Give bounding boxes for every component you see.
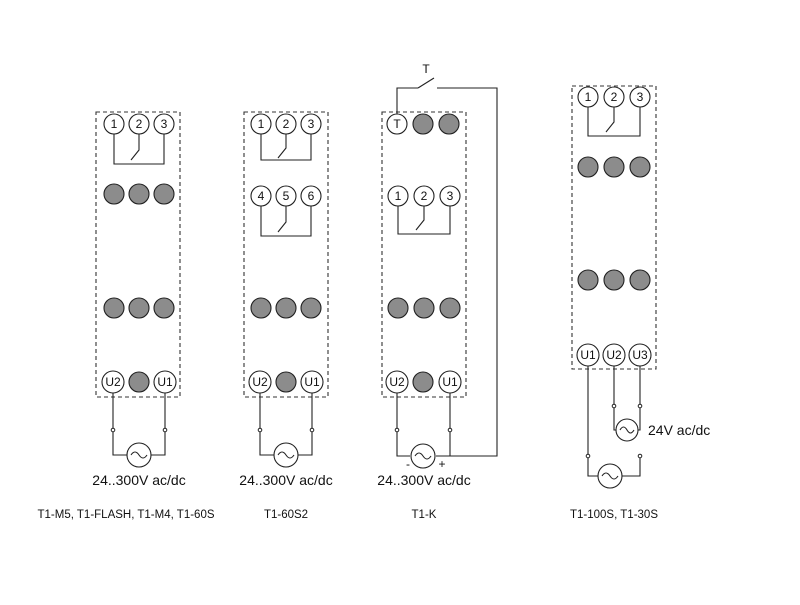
diagram-t1-100s: 1 2 3 U1 U2 U3 24V ac/dc T1-100S,	[570, 85, 710, 521]
relay-contact	[260, 134, 312, 161]
terminal-label: 3	[161, 117, 168, 131]
blank-terminal	[153, 183, 175, 205]
terminal-label: 3	[637, 90, 644, 104]
supply-voltage: 24V ac/dc	[648, 422, 710, 438]
blank-terminal	[439, 297, 461, 319]
blank-terminal	[412, 113, 434, 135]
terminal-label: 1	[111, 117, 118, 131]
supply-voltage: 24..300V ac/dc	[239, 472, 332, 488]
model-name: T1-100S, T1-30S	[570, 509, 658, 521]
module-outline	[95, 111, 181, 398]
diagram-t1-60s2: 1 2 3 4 5 6 U2 U1 24..300V ac/dc T1-60S2	[239, 111, 333, 521]
blank-terminal	[275, 371, 297, 393]
ac-source-icon	[597, 463, 623, 489]
switch-label: T	[422, 62, 430, 76]
terminal-label: U1	[157, 375, 173, 389]
ac-source-icon	[273, 442, 299, 468]
supply-wires-high	[587, 366, 641, 477]
wire-end	[637, 453, 643, 459]
terminal-label: U1	[580, 348, 596, 362]
terminal-label: U1	[304, 375, 320, 389]
polarity-plus: +	[438, 457, 445, 471]
terminal-label: U2	[252, 375, 268, 389]
blank-terminal	[577, 156, 599, 178]
relay-contact	[113, 134, 165, 165]
trigger-loop-wire	[396, 87, 498, 457]
terminal-label: T	[393, 117, 401, 131]
wire-end	[585, 453, 591, 459]
blank-terminal	[275, 297, 297, 319]
terminal-label: 1	[395, 189, 402, 203]
terminal-label: 3	[447, 189, 454, 203]
module-outline	[571, 85, 657, 370]
blank-terminal	[413, 297, 435, 319]
model-name: T1-K	[412, 509, 437, 521]
blank-terminal	[603, 269, 625, 291]
blank-terminal	[629, 269, 651, 291]
supply-wires	[259, 393, 313, 456]
terminal-label: 2	[611, 90, 618, 104]
terminal-label: 2	[283, 117, 290, 131]
wire-end	[309, 427, 315, 433]
module-outline	[243, 111, 329, 398]
terminal-label: 2	[136, 117, 143, 131]
blank-terminal	[387, 297, 409, 319]
blank-terminal	[103, 297, 125, 319]
terminal-label: 5	[283, 189, 290, 203]
module-outline	[381, 111, 467, 398]
blank-terminal	[250, 297, 272, 319]
relay-contact	[260, 206, 312, 237]
model-name: T1-M5, T1-FLASH, T1-M4, T1-60S	[37, 509, 214, 521]
blank-terminal	[603, 156, 625, 178]
terminal-label: 6	[308, 189, 315, 203]
wire-end	[257, 427, 263, 433]
blank-terminal	[438, 113, 460, 135]
relay-contact	[397, 206, 451, 235]
terminal-label: U1	[442, 375, 458, 389]
blank-terminal	[629, 156, 651, 178]
supply-wires	[112, 393, 166, 456]
terminal-label: U2	[105, 375, 121, 389]
terminal-label: U2	[606, 348, 622, 362]
supply-wires	[396, 393, 451, 457]
blank-terminal	[103, 183, 125, 205]
blank-terminal	[153, 297, 175, 319]
polarity-minus: -	[406, 457, 410, 471]
supply-voltage: 24..300V ac/dc	[92, 472, 185, 488]
relay-contact	[587, 107, 641, 137]
terminal-label: U3	[632, 348, 648, 362]
ac-source-icon	[615, 418, 639, 442]
wire-end	[110, 427, 116, 433]
supply-voltage: 24..300V ac/dc	[377, 472, 470, 488]
terminal-label: 4	[258, 189, 265, 203]
trigger-switch	[417, 77, 435, 89]
ac-source-icon	[126, 442, 152, 468]
blank-terminal	[128, 371, 150, 393]
terminal-label: 3	[308, 117, 315, 131]
wire-end	[394, 427, 400, 433]
blank-terminal	[412, 371, 434, 393]
blank-terminal	[128, 297, 150, 319]
blank-terminal	[577, 269, 599, 291]
wire-end	[611, 403, 617, 409]
wire-end	[162, 427, 168, 433]
terminal-label: 1	[258, 117, 265, 131]
supply-wires-low	[613, 366, 641, 431]
terminal-label: 2	[421, 189, 428, 203]
blank-terminal	[300, 297, 322, 319]
wire-end	[637, 403, 643, 409]
blank-terminal	[128, 183, 150, 205]
terminal-label: U2	[389, 375, 405, 389]
model-name: T1-60S2	[264, 509, 308, 521]
terminal-label: 1	[585, 90, 592, 104]
ac-source-icon	[410, 443, 436, 469]
diagram-t1-m5: 1 2 3 U2 U1 24..300V ac/dc T1-M5, T1-FLA…	[37, 111, 215, 521]
wire-end	[447, 427, 453, 433]
diagram-t1-k: T T 1 2 3 U2 U1 - + 24..300V ac/dc T1-K	[377, 62, 498, 521]
